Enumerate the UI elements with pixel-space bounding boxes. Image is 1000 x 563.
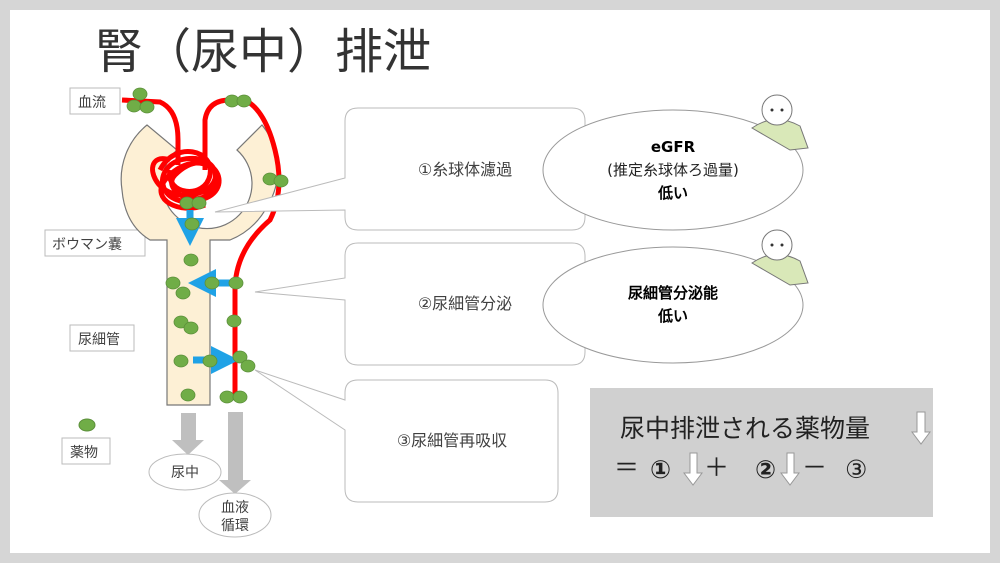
callout-tubular-secretion: ②尿細管分泌	[254, 242, 586, 366]
svg-text:②尿細管分泌: ②尿細管分泌	[418, 294, 512, 313]
baby-icon	[751, 229, 809, 286]
urine-ellipse: 尿中	[148, 453, 222, 491]
drug-legend-icon	[78, 418, 96, 432]
svg-text:②: ②	[755, 455, 776, 484]
callout-tubular-reabsorption: ③尿細管再吸収	[254, 369, 559, 503]
svg-text:薬物: 薬物	[70, 445, 98, 461]
svg-text:尿中排泄される薬物量: 尿中排泄される薬物量	[620, 414, 870, 443]
drug-particles	[126, 87, 289, 404]
svg-text:③: ③	[845, 455, 867, 484]
urine-output-arrow	[172, 413, 204, 455]
svg-text:低い: 低い	[657, 307, 688, 325]
circulation-output-arrow	[219, 412, 251, 494]
svg-text:①: ①	[650, 455, 671, 484]
down-arrow-icon	[780, 452, 800, 486]
svg-text:循環: 循環	[221, 518, 249, 534]
svg-text:eGFR: eGFR	[651, 138, 696, 156]
page-title: 腎（尿中）排泄	[95, 24, 431, 80]
baby-icon	[751, 94, 809, 151]
svg-text:＝: ＝	[614, 453, 639, 482]
down-arrow-icon	[911, 411, 931, 445]
svg-text:ボウマン嚢: ボウマン嚢	[52, 237, 122, 253]
callout-glomerular-filtration: ①糸球体濾過	[214, 107, 586, 231]
svg-text:－: －	[802, 453, 827, 482]
svg-text:①糸球体濾過: ①糸球体濾過	[418, 160, 512, 179]
svg-text:血液: 血液	[221, 500, 249, 516]
egfr-ellipse: eGFR (推定糸球体ろ過量) 低い	[542, 109, 804, 231]
secretion-ellipse: 尿細管分泌能 低い	[542, 246, 804, 364]
svg-text:低い: 低い	[657, 184, 688, 202]
blood-vessel	[121, 97, 282, 398]
formula-box: 尿中排泄される薬物量 ＝ ① ＋ ② － ③	[590, 388, 933, 517]
svg-text:尿細管: 尿細管	[78, 332, 120, 348]
svg-text:(推定糸球体ろ過量): (推定糸球体ろ過量)	[607, 161, 739, 179]
circulation-ellipse: 血液 循環	[198, 492, 272, 538]
label-bowman-capsule: ボウマン嚢	[44, 229, 146, 257]
svg-text:尿中: 尿中	[171, 465, 199, 481]
down-arrow-icon	[683, 452, 703, 486]
label-drug: 薬物	[61, 437, 111, 465]
label-tubule: 尿細管	[69, 324, 135, 352]
svg-text:尿細管分泌能: 尿細管分泌能	[628, 284, 718, 302]
svg-text:＋: ＋	[704, 453, 729, 482]
label-blood-flow: 血流	[69, 87, 121, 115]
svg-text:③尿細管再吸収: ③尿細管再吸収	[397, 431, 507, 450]
svg-text:血流: 血流	[78, 95, 106, 111]
